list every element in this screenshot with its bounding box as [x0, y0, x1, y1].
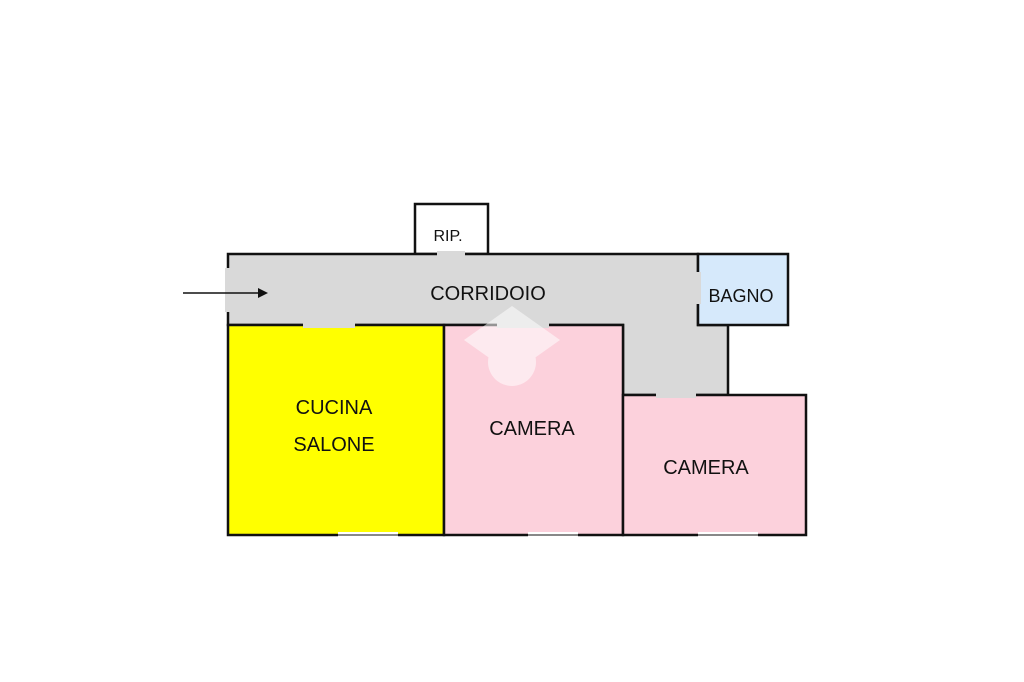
- door-cucina: [303, 322, 355, 328]
- cucina-salone-room: [226, 323, 446, 537]
- corridoio-label: CORRIDOIO: [430, 283, 546, 305]
- watermark-logo: [464, 306, 560, 386]
- door-rip: [437, 251, 465, 257]
- salone-label: SALONE: [293, 434, 374, 456]
- door-bagno: [695, 272, 701, 304]
- cucina-label: CUCINA: [296, 397, 373, 419]
- camera-room-2: [621, 393, 808, 537]
- door-entrance: [225, 268, 231, 312]
- entrance-arrow: [183, 288, 268, 298]
- bagno-label: BAGNO: [708, 286, 773, 306]
- camera-2-label: CAMERA: [663, 457, 749, 479]
- camera-1-label: CAMERA: [489, 418, 575, 440]
- rip-label: RIP.: [433, 228, 462, 245]
- bagno-room: [696, 252, 790, 327]
- door-camera-2: [656, 392, 696, 398]
